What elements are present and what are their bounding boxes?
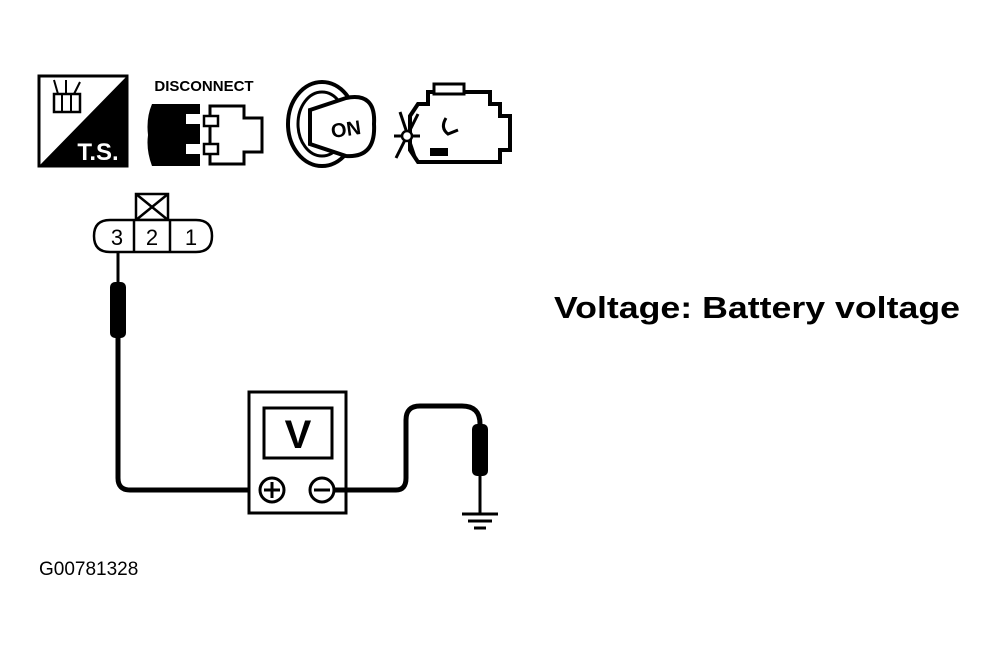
disconnect-icon: DISCONNECT bbox=[147, 78, 264, 166]
pin-2-label: 2 bbox=[146, 225, 158, 250]
ignition-on-label: ON bbox=[330, 117, 363, 143]
negative-test-lead bbox=[334, 403, 488, 514]
meter-symbol: V bbox=[285, 413, 312, 457]
ts-label: T.S. bbox=[77, 139, 118, 166]
probe-tip bbox=[110, 282, 126, 338]
ignition-key-icon: ON bbox=[286, 80, 377, 168]
disconnect-label: DISCONNECT bbox=[154, 78, 253, 95]
voltmeter: V bbox=[247, 390, 348, 515]
harness-connector: 3 2 1 bbox=[92, 192, 214, 254]
ts-icon: T.S. bbox=[37, 74, 129, 168]
meter-display bbox=[262, 406, 334, 460]
positive-test-lead bbox=[110, 252, 262, 493]
probe-tip bbox=[472, 424, 488, 476]
voltage-spec: Voltage: Battery voltage bbox=[554, 290, 960, 325]
figure-id: G00781328 bbox=[39, 559, 138, 580]
pin-1-label: 1 bbox=[185, 225, 197, 250]
ground-symbol bbox=[462, 512, 498, 530]
engine-icon bbox=[394, 82, 512, 164]
pin-3-label: 3 bbox=[111, 225, 123, 250]
